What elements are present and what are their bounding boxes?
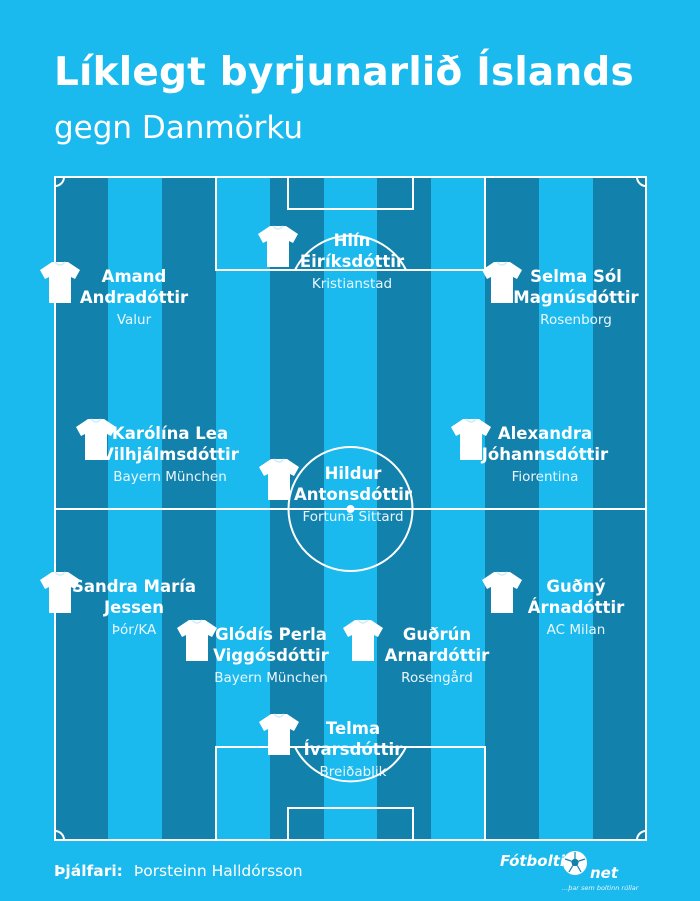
player-name: Glódís Perla Viggósdóttir: [213, 625, 329, 665]
fotbolti-net-logo: Fótbolti net ...þar sem boltinn rúllar: [500, 850, 650, 895]
logo-tagline: ...þar sem boltinn rúllar: [562, 884, 639, 892]
player-card: Guðrún Arnardóttir Rosengård: [342, 618, 532, 687]
pitch-lines: [54, 176, 647, 841]
player-club: Valur: [116, 312, 152, 328]
shirt-icon: [259, 713, 299, 755]
player-club: AC Milan: [546, 622, 606, 638]
player-card: Selma Sól Magnúsdóttir Rosenborg: [481, 260, 671, 329]
logo-wordmark-left: Fótbolti: [500, 852, 566, 870]
shirt-icon: [259, 458, 299, 500]
coach-name: Þorsteinn Halldórsson: [133, 862, 303, 880]
player-name: Hlín Eiríksdóttir: [299, 231, 405, 271]
player-card: Amand Andradóttir Valur: [39, 260, 229, 329]
player-club: Bayern München: [214, 670, 328, 686]
shirt-icon: [40, 261, 80, 303]
player-card: Guðný Árnadóttir AC Milan: [481, 570, 671, 639]
player-club: Bayern München: [113, 469, 227, 485]
player-club: Þór/KA: [111, 622, 157, 638]
shirt-icon: [482, 571, 522, 613]
shirt-icon: [451, 418, 491, 460]
page-subtitle: gegn Danmörku: [54, 110, 303, 146]
player-name: Guðný Árnadóttir: [527, 577, 625, 617]
player-card: Hildur Antonsdóttir Fortuna Sittard: [258, 457, 448, 526]
player-card: Glódís Perla Viggósdóttir Bayern München: [176, 618, 366, 687]
player-card: Hlín Eiríksdóttir Kristianstad: [257, 224, 447, 293]
player-name: Karólína Lea Vilhjálmsdóttir: [101, 424, 239, 464]
coach-label: Þjálfari:: [54, 862, 123, 880]
page-title: Líklegt byrjunarlið Íslands: [54, 50, 634, 95]
shirt-icon: [40, 571, 80, 613]
player-club: Fortuna Sittard: [302, 509, 404, 525]
shirt-icon: [177, 619, 217, 661]
player-name: Hildur Antonsdóttir: [293, 464, 413, 504]
logo-wordmark-right: net: [590, 864, 619, 882]
player-name: Sandra María Jessen: [71, 577, 197, 617]
player-name: Amand Andradóttir: [79, 267, 189, 307]
player-club: Rosengård: [401, 670, 473, 686]
player-name: Telma Ívarsdóttir: [303, 719, 403, 759]
player-name: Guðrún Arnardóttir: [384, 625, 490, 665]
pitch-graphic: [54, 176, 647, 841]
shirt-icon: [343, 619, 383, 661]
player-club: Breiðablik: [319, 764, 387, 780]
player-club: Rosenborg: [540, 312, 612, 328]
shirt-icon: [258, 225, 298, 267]
player-club: Fiorentina: [511, 469, 579, 485]
player-card: Sandra María Jessen Þór/KA: [39, 570, 229, 639]
player-card: Alexandra Jóhannsdóttir Fiorentina: [450, 417, 640, 486]
football-icon: [563, 851, 587, 875]
player-club: Kristianstad: [311, 276, 393, 292]
shirt-icon: [76, 418, 116, 460]
player-card: Telma Ívarsdóttir Breiðablik: [258, 712, 448, 781]
coach-line: Þjálfari: Þorsteinn Halldórsson: [54, 862, 303, 880]
shirt-icon: [482, 261, 522, 303]
football-pitch: Hlín Eiríksdóttir Kristianstad Amand And…: [40, 176, 647, 841]
player-name: Alexandra Jóhannsdóttir: [481, 424, 609, 464]
player-card: Karólína Lea Vilhjálmsdóttir Bayern Münc…: [75, 417, 265, 486]
player-name: Selma Sól Magnúsdóttir: [513, 267, 639, 307]
